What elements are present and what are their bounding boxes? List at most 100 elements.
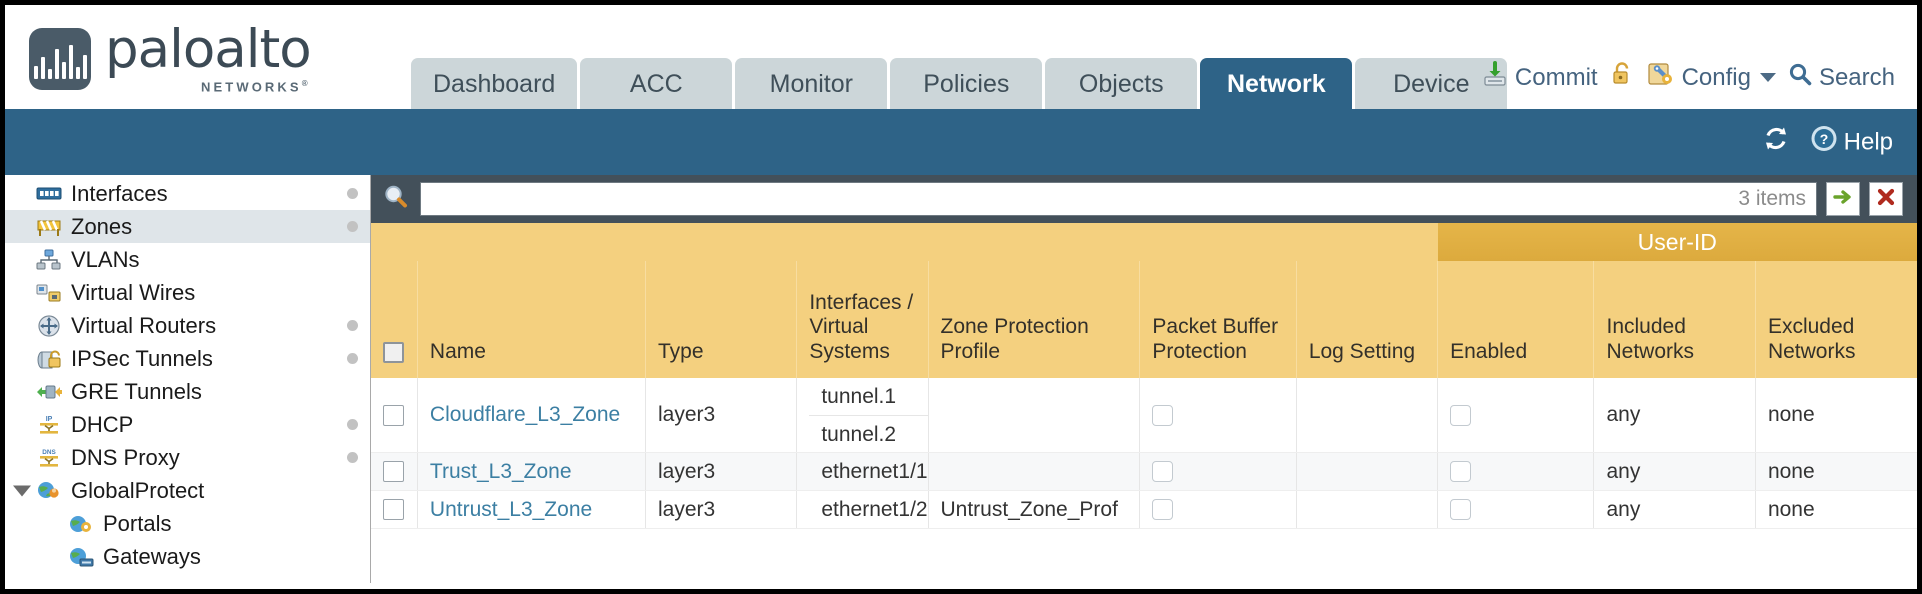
cell-packet-buffer-protection	[1139, 378, 1297, 453]
sidebar-item-label: VLANs	[71, 246, 140, 272]
sidebar-item-dhcp[interactable]: IP DHCP	[5, 408, 370, 441]
tab-objects[interactable]: Objects	[1045, 58, 1198, 109]
select-all-checkbox[interactable]	[383, 342, 405, 364]
packet-buffer-protection-checkbox[interactable]	[1152, 404, 1174, 426]
help-button[interactable]: ? Help	[1809, 124, 1893, 161]
col-header-type[interactable]: Type	[644, 261, 797, 378]
cell-type: layer3	[644, 490, 797, 529]
col-header-included-networks[interactable]: Included Networks	[1593, 261, 1756, 378]
col-header-interfaces[interactable]: Interfaces / Virtual Systems	[796, 261, 928, 378]
red-x-icon	[1875, 186, 1897, 213]
context-blue-band: ? Help	[5, 109, 1917, 175]
row-select-cell	[371, 490, 418, 529]
config-wrench-icon	[1646, 60, 1676, 95]
cell-type: layer3	[644, 378, 797, 453]
table-row[interactable]: Cloudflare_L3_Zone layer3 tunnel.1 tunne…	[371, 378, 1917, 453]
col-header-name[interactable]: Name	[416, 261, 646, 378]
cell-type: layer3	[644, 452, 797, 491]
search-label: Search	[1818, 63, 1895, 91]
zones-icon	[35, 216, 62, 238]
col-header-enabled[interactable]: Enabled	[1437, 261, 1594, 378]
cell-log-setting	[1295, 452, 1438, 491]
row-select-cell	[371, 452, 418, 491]
cell-log-setting	[1295, 378, 1438, 453]
zone-name-link[interactable]: Trust_L3_Zone	[429, 459, 572, 483]
config-menu[interactable]: Config	[1646, 60, 1776, 95]
interface-entry: ethernet1/1	[821, 460, 928, 483]
sidebar-item-dns-proxy[interactable]: DNS DNS Proxy	[5, 441, 370, 474]
virtual-routers-icon	[35, 314, 62, 337]
interface-entry: ethernet1/2	[821, 498, 928, 521]
tab-network[interactable]: Network	[1200, 58, 1353, 109]
sidebar-item-zones[interactable]: Zones	[5, 210, 370, 243]
sidebar-item-label: Portals	[103, 510, 172, 536]
table-row[interactable]: Trust_L3_Zone layer3 ethernet1/1	[371, 452, 1917, 491]
packet-buffer-protection-checkbox[interactable]	[1152, 461, 1174, 483]
status-dot	[347, 452, 358, 463]
zone-name-link[interactable]: Cloudflare_L3_Zone	[429, 403, 621, 426]
status-dot	[347, 419, 358, 430]
padlock-icon[interactable]	[1609, 60, 1635, 95]
cell-zone-protection-profile	[927, 452, 1140, 491]
chevron-expand-icon[interactable]	[13, 485, 31, 496]
col-header-log-setting[interactable]: Log Setting	[1295, 261, 1438, 378]
page-body: Interfaces Zones	[5, 175, 1917, 583]
packet-buffer-protection-checkbox[interactable]	[1152, 499, 1174, 521]
sidebar-item-label: Zones	[71, 213, 133, 239]
search-input[interactable]: 3 items	[420, 182, 1817, 216]
sidebar-item-label: Virtual Routers	[71, 312, 217, 338]
cell-name: Cloudflare_L3_Zone	[416, 378, 646, 453]
chevron-down-icon[interactable]	[1759, 73, 1776, 82]
cell-userid-enabled	[1437, 490, 1594, 529]
gre-tunnels-icon	[35, 381, 62, 403]
cell-interfaces: tunnel.1 tunnel.2	[796, 378, 928, 453]
search-button[interactable]: Search	[1787, 61, 1895, 94]
zone-name-link[interactable]: Untrust_L3_Zone	[429, 497, 593, 521]
userid-enabled-checkbox[interactable]	[1450, 461, 1472, 483]
row-checkbox[interactable]	[383, 404, 405, 426]
sidebar-item-globalprotect[interactable]: GlobalProtect	[5, 474, 370, 507]
apply-filter-button[interactable]	[1826, 182, 1860, 216]
commit-save-icon	[1481, 60, 1509, 95]
col-header-zone-protection-profile[interactable]: Zone Protection Profile	[927, 261, 1140, 378]
sidebar-item-virtual-routers[interactable]: Virtual Routers	[5, 309, 370, 342]
ipsec-tunnels-icon	[35, 348, 62, 370]
globalprotect-icon	[35, 480, 62, 502]
sidebar-item-label: GRE Tunnels	[71, 378, 202, 404]
search-magnifier-icon[interactable]	[381, 182, 411, 217]
cell-interfaces: ethernet1/2	[796, 490, 928, 529]
col-header-excluded-networks[interactable]: Excluded Networks	[1754, 261, 1917, 378]
cell-included-networks: any	[1593, 452, 1756, 491]
col-header-packet-buffer-protection[interactable]: Packet Buffer Protection	[1139, 261, 1297, 378]
tab-device[interactable]: Device	[1355, 58, 1508, 109]
tab-dashboard[interactable]: Dashboard	[411, 58, 578, 109]
sidebar-item-portals[interactable]: Portals	[5, 507, 370, 540]
sidebar-item-gre-tunnels[interactable]: GRE Tunnels	[5, 375, 370, 408]
cell-zone-protection-profile: Untrust_Zone_Prof	[927, 490, 1140, 529]
sidebar-item-virtual-wires[interactable]: Virtual Wires	[5, 276, 370, 309]
tab-acc[interactable]: ACC	[580, 58, 733, 109]
group-header-spacer	[371, 223, 1438, 261]
tab-policies[interactable]: Policies	[890, 58, 1043, 109]
cell-name: Trust_L3_Zone	[416, 452, 646, 491]
sidebar-item-ipsec-tunnels[interactable]: IPSec Tunnels	[5, 342, 370, 375]
refresh-icon[interactable]	[1761, 125, 1791, 160]
userid-enabled-checkbox[interactable]	[1450, 499, 1472, 521]
commit-button[interactable]: Commit	[1481, 60, 1598, 95]
sidebar-item-interfaces[interactable]: Interfaces	[5, 177, 370, 210]
status-dot	[347, 221, 358, 232]
group-header-row: User-ID	[371, 223, 1917, 261]
row-checkbox[interactable]	[383, 461, 405, 483]
sidebar-item-gateways[interactable]: Gateways	[5, 540, 370, 573]
cell-interfaces: ethernet1/1	[796, 452, 928, 491]
sidebar-item-vlans[interactable]: VLANs	[5, 243, 370, 276]
status-dot	[347, 188, 358, 199]
table-row[interactable]: Untrust_L3_Zone layer3 ethernet1/2 Untru…	[371, 490, 1917, 529]
userid-enabled-checkbox[interactable]	[1450, 404, 1472, 426]
sidebar-item-label: DHCP	[71, 411, 134, 437]
tab-monitor[interactable]: Monitor	[735, 58, 888, 109]
clear-filter-button[interactable]	[1869, 182, 1903, 216]
cell-log-setting	[1295, 490, 1438, 529]
row-checkbox[interactable]	[383, 499, 405, 521]
